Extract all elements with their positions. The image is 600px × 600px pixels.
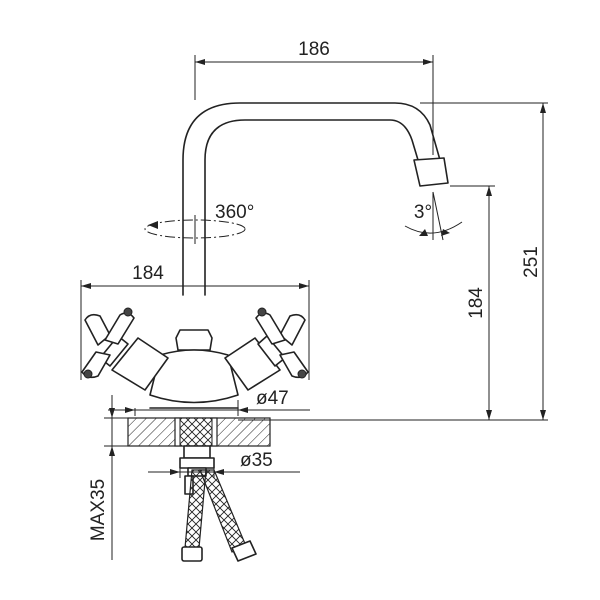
dimension-heights	[238, 102, 548, 421]
spout-aerator	[413, 157, 449, 187]
rotation-marker	[144, 215, 246, 244]
mixer-body	[99, 329, 286, 404]
label-rotation: 360°	[215, 202, 254, 223]
label-max-thickness: MAX35	[88, 479, 109, 541]
dimension-max-thickness	[104, 395, 128, 560]
label-spout-height: 184	[466, 287, 487, 319]
dimension-shank-diameter	[148, 462, 300, 478]
label-base-diameter: ø47	[256, 388, 289, 409]
dimension-base-width	[80, 280, 310, 380]
countertop-section	[127, 407, 271, 447]
shank-and-hoses	[179, 445, 257, 562]
right-cross-handle	[255, 307, 309, 379]
dimension-base-diameter	[108, 400, 310, 416]
hose-fitting-left	[181, 546, 203, 562]
label-shank-diameter: ø35	[240, 450, 273, 471]
label-base-width: 184	[132, 263, 164, 284]
left-cross-handle	[81, 307, 135, 379]
label-total-height: 251	[521, 246, 542, 278]
spout	[182, 102, 449, 296]
dimension-spout-reach	[194, 55, 434, 155]
label-spout-reach: 186	[298, 39, 330, 60]
label-spout-angle: 3°	[414, 202, 432, 223]
hose-fitting-right	[231, 540, 257, 562]
angle-marker	[404, 191, 463, 241]
